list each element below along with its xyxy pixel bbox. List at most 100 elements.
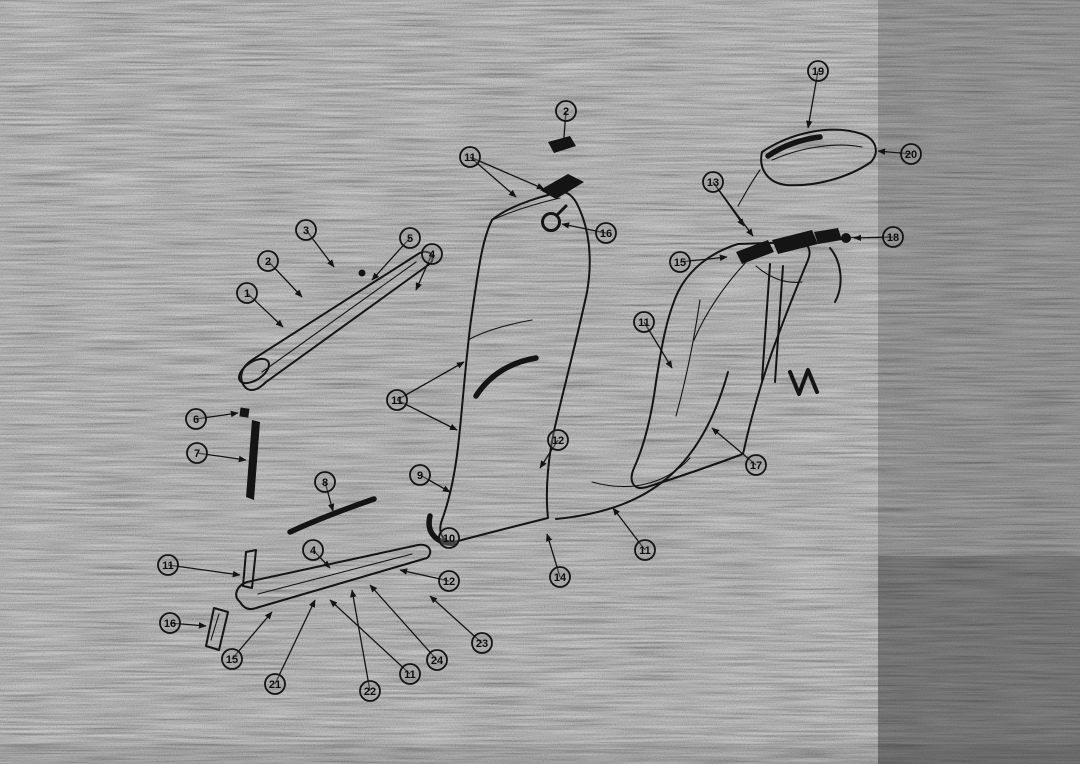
leader-line xyxy=(679,254,728,263)
leader-line xyxy=(853,234,894,242)
zigzag-mark xyxy=(788,368,819,396)
bottom-sweep-curve-2 xyxy=(591,457,691,488)
callout-10: 10 xyxy=(438,527,460,549)
leader-line xyxy=(612,507,646,551)
callout-11: 11 xyxy=(329,599,421,685)
callout-11: 11 xyxy=(157,554,241,578)
leader-line xyxy=(350,589,371,692)
callout-balloon xyxy=(236,282,258,304)
callout-number: 22 xyxy=(364,686,376,698)
callout-3: 3 xyxy=(295,219,335,268)
right-panel-inner-line xyxy=(675,299,701,417)
callout-balloon xyxy=(702,171,724,193)
callout-balloon xyxy=(221,648,243,670)
callout-balloon xyxy=(438,527,460,549)
leader-line xyxy=(539,439,559,469)
callout-balloon xyxy=(669,251,691,273)
callout-15: 15 xyxy=(221,611,273,670)
callout-balloon xyxy=(595,222,617,244)
leader-line xyxy=(399,568,450,582)
panel-connector-line xyxy=(693,261,747,341)
callout-number: 12 xyxy=(443,576,455,588)
callout-11: 11 xyxy=(459,146,545,198)
center-panel-bold-curve xyxy=(473,355,539,399)
block-inner-line xyxy=(210,613,220,641)
leader-line xyxy=(246,292,284,328)
callout-number: 11 xyxy=(464,152,476,164)
callout-11: 11 xyxy=(612,507,656,561)
leader-line xyxy=(312,549,331,569)
callout-number: 10 xyxy=(443,533,455,545)
leader-line xyxy=(324,481,335,512)
leader-line xyxy=(169,622,207,629)
callout-balloon xyxy=(421,243,443,265)
right-shade-band xyxy=(878,0,1080,764)
callout-number: 19 xyxy=(812,66,824,78)
callout-number: 8 xyxy=(322,477,328,489)
callout-number: 2 xyxy=(265,256,271,268)
latch-blob-left xyxy=(736,240,774,264)
callout-number: 18 xyxy=(887,232,899,244)
callout-16: 16 xyxy=(159,612,207,634)
leader-line xyxy=(195,410,239,420)
center-panel-top-edge xyxy=(491,197,561,221)
callout-number: 23 xyxy=(476,638,488,650)
callout-balloon xyxy=(264,673,286,695)
callout-number: 6 xyxy=(193,414,199,426)
part-upper-trim xyxy=(238,250,434,391)
callout-number: 12 xyxy=(552,435,564,447)
center-panel-heel xyxy=(426,513,457,546)
callout-number: 11 xyxy=(162,560,174,572)
part-latch-cluster xyxy=(736,228,859,303)
callout-12: 12 xyxy=(399,568,460,592)
leader-line xyxy=(419,474,451,493)
leader-line xyxy=(305,229,335,268)
callout-number: 11 xyxy=(638,317,650,329)
leader-line xyxy=(396,399,458,431)
callout-balloon xyxy=(634,539,656,561)
callout-balloon xyxy=(549,566,571,588)
top-cover-accent xyxy=(765,134,823,159)
callout-15: 15 xyxy=(669,251,728,273)
right-panel-outline xyxy=(630,241,811,489)
callout-9: 9 xyxy=(409,464,451,493)
callout-number: 9 xyxy=(417,470,423,482)
callout-balloon xyxy=(807,60,829,82)
callout-24: 24 xyxy=(369,584,448,671)
callout-number: 13 xyxy=(707,177,719,189)
part-block xyxy=(205,607,229,651)
block-outline xyxy=(205,607,229,651)
top-clip-large xyxy=(540,174,584,199)
callout-5: 5 xyxy=(371,227,421,281)
leader-line xyxy=(877,148,912,155)
callout-14: 14 xyxy=(545,533,571,588)
lower-trim-outline xyxy=(235,543,432,611)
part-pin-and-strip xyxy=(239,407,260,500)
top-cover-tail xyxy=(737,169,761,207)
callout-balloon xyxy=(633,311,655,333)
leader-line xyxy=(267,260,303,298)
callout-number: 16 xyxy=(600,228,612,240)
upper-trim-end-oval xyxy=(238,357,270,385)
callout-number: 16 xyxy=(164,618,176,630)
callout-balloon xyxy=(471,632,493,654)
leader-line xyxy=(561,222,607,234)
leader-line xyxy=(369,584,438,661)
vertical-guide-right xyxy=(774,265,784,383)
callout-balloon xyxy=(547,429,569,451)
callout-2: 2 xyxy=(257,250,303,298)
leader-line xyxy=(274,599,316,685)
callout-22: 22 xyxy=(350,589,381,702)
top-cover-outline xyxy=(760,128,877,187)
bottom-right-corner-shade xyxy=(878,556,1080,764)
callout-number: 17 xyxy=(750,460,762,472)
callout-balloon xyxy=(555,100,577,122)
callout-balloon xyxy=(745,454,767,476)
callout-number: 24 xyxy=(431,655,444,667)
callout-number: 4 xyxy=(310,545,317,557)
leader-line xyxy=(560,110,567,151)
callout-number: 3 xyxy=(303,225,309,237)
latch-bracket xyxy=(829,247,842,303)
callout-balloon xyxy=(900,143,922,165)
